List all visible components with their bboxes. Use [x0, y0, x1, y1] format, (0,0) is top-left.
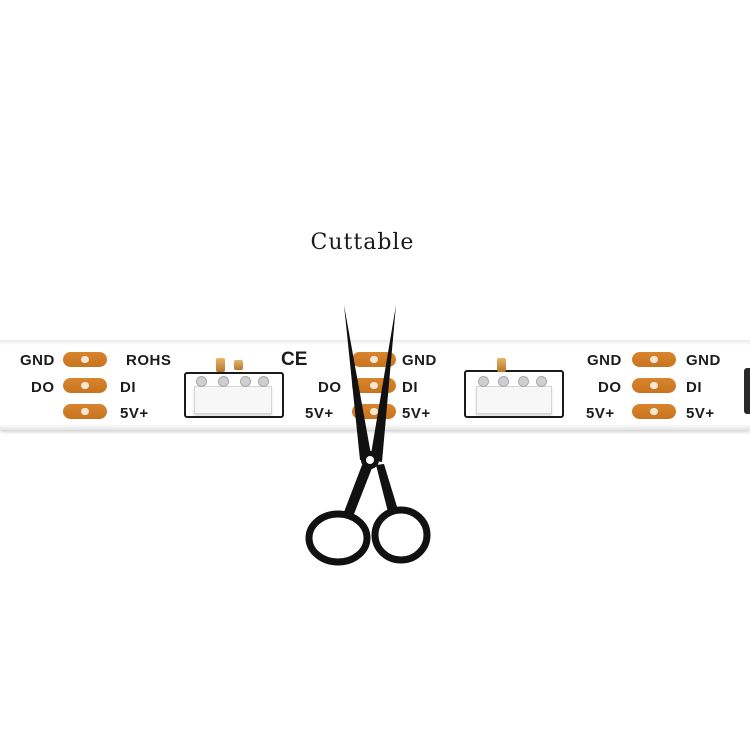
led-dot [536, 376, 547, 387]
ce-mark-icon: CE [281, 349, 308, 370]
solder-pad [63, 378, 107, 393]
led-dot [218, 376, 229, 387]
led-dot [258, 376, 269, 387]
led-chip [476, 386, 552, 414]
led-outline [184, 372, 284, 418]
strip-connector [744, 368, 750, 414]
label-5v-mid: 5V+ [305, 405, 334, 422]
label-do-mid: DO [318, 379, 342, 396]
label-di-left: DI [120, 379, 136, 396]
label-gnd-far: GND [686, 352, 721, 369]
solder-pad [632, 404, 676, 419]
led-dot [240, 376, 251, 387]
solder-pad [632, 352, 676, 367]
led-dot [196, 376, 207, 387]
solder-pad [632, 378, 676, 393]
led-component [216, 358, 225, 372]
label-5v-left: 5V+ [120, 405, 149, 422]
solder-pad [63, 404, 107, 419]
led-component [497, 358, 506, 372]
label-5v-right: 5V+ [586, 405, 615, 422]
led-dot [518, 376, 529, 387]
led-dot [498, 376, 509, 387]
solder-pad [352, 352, 396, 367]
label-di-far: DI [686, 379, 702, 396]
label-5v-mid-right: 5V+ [402, 405, 431, 422]
label-gnd-right: GND [587, 352, 622, 369]
label-5v-far: 5V+ [686, 405, 715, 422]
caption-cuttable: Cuttable [310, 230, 415, 255]
label-gnd-left: GND [20, 352, 55, 369]
led-chip [194, 386, 272, 414]
label-do-left: DO [31, 379, 55, 396]
label-rohs: ROHS [126, 352, 172, 369]
solder-pad [63, 352, 107, 367]
led-outline [464, 370, 564, 418]
label-gnd-mid: GND [402, 352, 437, 369]
led-dot [478, 376, 489, 387]
label-di-mid: DI [402, 379, 418, 396]
led-component [234, 360, 243, 370]
label-do-right: DO [598, 379, 622, 396]
scissors-icon [305, 305, 431, 566]
